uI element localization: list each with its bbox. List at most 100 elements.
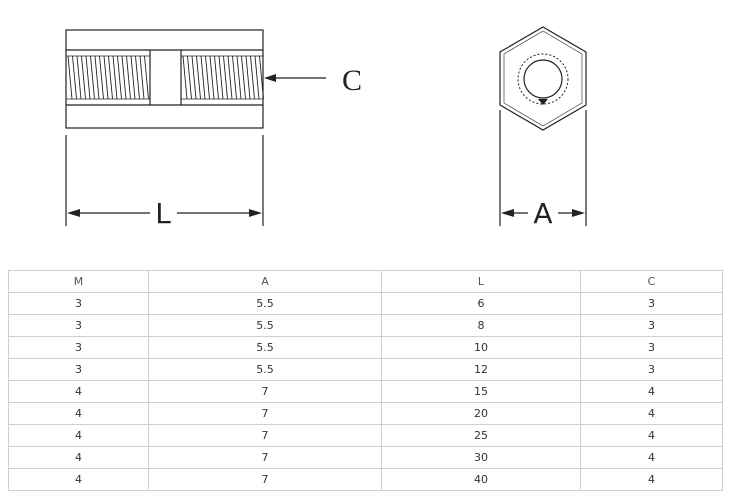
- cell-l: 12: [381, 358, 581, 381]
- thread-hatch-line: [81, 55, 86, 100]
- bore-circle: [523, 59, 563, 99]
- cell-m: 4: [8, 380, 149, 403]
- thread-hatch-line: [227, 55, 233, 100]
- l-arrow-right: [249, 209, 262, 217]
- col-header-a: A: [148, 270, 382, 293]
- cell-m: 4: [8, 424, 149, 447]
- dim-label-c: C: [342, 64, 362, 97]
- thread-hatch-line: [254, 55, 260, 100]
- cell-a: 7: [148, 446, 382, 469]
- thread-hatch-line: [200, 55, 206, 100]
- thread-hatch-line: [245, 55, 251, 100]
- technical-drawing: C L A: [65, 26, 587, 230]
- thread-hatch-line: [241, 55, 246, 100]
- cell-l: 30: [381, 446, 581, 469]
- thread-hatch-line: [144, 55, 149, 100]
- dim-label-a: A: [533, 197, 552, 230]
- thread-hatch-line: [99, 55, 104, 100]
- cell-a: 7: [148, 380, 382, 403]
- cell-m: 3: [8, 292, 149, 315]
- a-arrow-right: [572, 209, 585, 217]
- thread-hatch-line: [121, 55, 127, 100]
- cell-c: 4: [580, 446, 723, 469]
- thread-hatch-line: [103, 55, 109, 100]
- thread-hatch-line: [90, 55, 95, 100]
- thread-hatch-line: [191, 55, 197, 100]
- table-header-row: M A L C: [8, 270, 723, 293]
- cell-l: 40: [381, 468, 581, 491]
- thread-hatch-line: [117, 55, 122, 100]
- thread-hatch-line: [94, 55, 100, 100]
- cell-a: 7: [148, 424, 382, 447]
- a-arrow-left: [501, 209, 514, 217]
- dim-label-l: L: [155, 197, 171, 230]
- thread-hatch-line: [214, 55, 219, 100]
- cell-c: 4: [580, 402, 723, 425]
- thread-hatch-line: [218, 55, 224, 100]
- cell-c: 4: [580, 380, 723, 403]
- thread-hatching-right: [182, 55, 264, 100]
- thread-hatch-line: [259, 55, 264, 100]
- thread-hatch-line: [76, 55, 82, 100]
- cell-l: 6: [381, 292, 581, 315]
- bore-indicator: [538, 99, 548, 105]
- cell-l: 10: [381, 336, 581, 359]
- col-header-l: L: [381, 270, 581, 293]
- hex-outline: [499, 26, 587, 131]
- thread-hatch-line: [187, 55, 192, 100]
- thread-hatch-line: [223, 55, 228, 100]
- col-header-m: M: [8, 270, 149, 293]
- l-arrow-left: [67, 209, 80, 217]
- thread-hatch-line: [205, 55, 210, 100]
- thread-hatch-line: [139, 55, 145, 100]
- cell-m: 3: [8, 314, 149, 337]
- cell-c: 4: [580, 424, 723, 447]
- cell-m: 4: [8, 468, 149, 491]
- thread-hatch-line: [182, 55, 188, 100]
- cell-a: 5.5: [148, 292, 382, 315]
- cell-a: 5.5: [148, 336, 382, 359]
- cell-m: 3: [8, 336, 149, 359]
- c-leader-arrowhead: [264, 74, 276, 82]
- cell-c: 3: [580, 336, 723, 359]
- cell-a: 7: [148, 468, 382, 491]
- standoff-body-outline: [65, 29, 264, 129]
- hex-inner-outline: [503, 30, 583, 127]
- thread-hatch-line: [135, 55, 140, 100]
- thread-hatch-line: [126, 55, 131, 100]
- cell-l: 15: [381, 380, 581, 403]
- thread-hatch-line: [72, 55, 77, 100]
- cell-m: 4: [8, 402, 149, 425]
- cell-a: 5.5: [148, 314, 382, 337]
- thread-hatch-line: [196, 55, 201, 100]
- thread-hatch-line: [232, 55, 237, 100]
- thread-hatch-line: [108, 55, 113, 100]
- col-header-c: C: [580, 270, 723, 293]
- cell-m: 4: [8, 446, 149, 469]
- thread-hatch-line: [67, 55, 73, 100]
- cell-l: 20: [381, 402, 581, 425]
- cell-c: 3: [580, 358, 723, 381]
- cell-l: 25: [381, 424, 581, 447]
- cell-c: 3: [580, 314, 723, 337]
- cell-m: 3: [8, 358, 149, 381]
- cell-a: 5.5: [148, 358, 382, 381]
- thread-outer-circle: [517, 53, 569, 105]
- thread-hatching-left: [67, 55, 149, 100]
- side-view: [65, 29, 326, 226]
- thread-hatch-line: [112, 55, 118, 100]
- cell-a: 7: [148, 402, 382, 425]
- thread-hatch-line: [250, 55, 255, 100]
- cell-l: 8: [381, 314, 581, 337]
- end-view: [499, 26, 587, 226]
